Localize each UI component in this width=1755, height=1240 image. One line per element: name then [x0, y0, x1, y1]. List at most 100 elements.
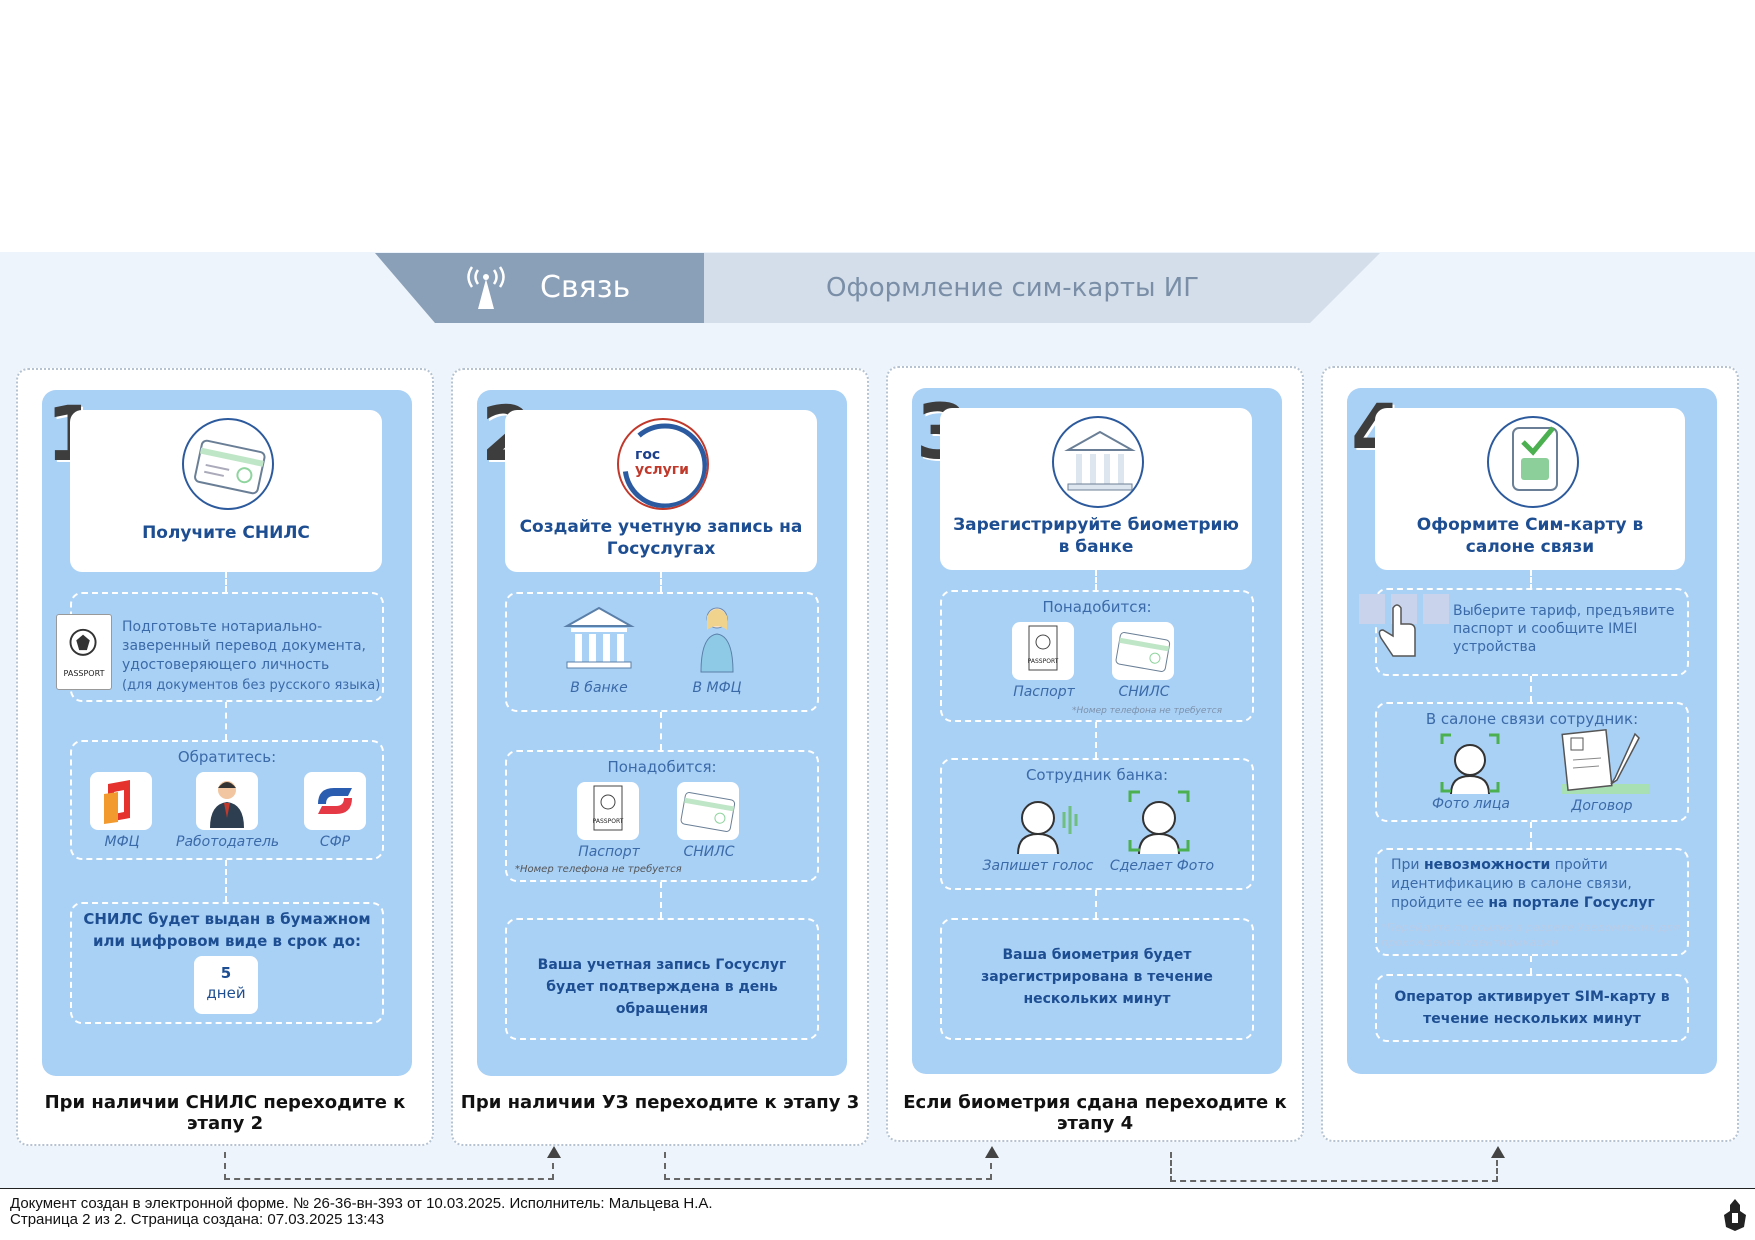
mfc-logo-icon: [90, 772, 152, 830]
logo-line-2: услуги: [635, 462, 689, 478]
contact-section: Обратитесь: МФЦ Работодатель СФР: [70, 740, 384, 860]
step-title: Получите СНИЛС: [142, 523, 310, 543]
antenna-icon: [467, 266, 505, 309]
phone-note: *Номер телефона не требуется: [515, 864, 682, 875]
snils-card-icon: [677, 782, 739, 840]
staff-action-label: Сделает Фото: [1109, 858, 1215, 874]
passport-icon: PASSPORT: [577, 782, 639, 840]
places-section: В банке В МФЦ: [505, 592, 819, 712]
face-photo-icon: [1439, 732, 1501, 795]
need-caption: Понадобится:: [1042, 598, 1152, 616]
alternative-section: При невозможности пройти идентификацию в…: [1375, 848, 1689, 956]
step-title-box: Получите СНИЛС: [70, 410, 382, 572]
connector-line: [1095, 570, 1097, 590]
connector-line: [1530, 956, 1532, 974]
touch-screen-icon: [1359, 590, 1449, 666]
gosuslugi-logo-icon: гос услуги: [617, 418, 709, 510]
bank-building-icon: [563, 604, 635, 672]
place-label: В МФЦ: [692, 680, 742, 696]
step-title: Создайте учетную запись на Госуслугах: [519, 517, 803, 559]
step-connector: [664, 1152, 992, 1180]
result-text: Оператор активирует SIM-карту в течение …: [1394, 989, 1670, 1027]
step-connector: [1170, 1152, 1498, 1182]
footer-line-1: Документ создан в электронной форме. № 2…: [10, 1195, 713, 1212]
staff-action-label: Договор: [1571, 798, 1633, 814]
connector-line: [1530, 570, 1532, 590]
step-card-1: 1 Получите СНИЛС PASSPORT Подготовьте но…: [16, 368, 434, 1146]
result-text: Ваша учетная запись Госуслуг будет подтв…: [537, 957, 787, 1017]
connector-line: [660, 882, 662, 918]
contact-label: Работодатель: [176, 834, 280, 850]
phone-note: *Номер телефона не требуется: [1072, 706, 1222, 716]
alternative-text: При невозможности пройти идентификацию в…: [1391, 856, 1687, 913]
result-section: СНИЛС будет выдан в бумажном или цифрово…: [70, 902, 384, 1024]
step-card-2: 2 гос услуги Создайте учетную запись на …: [451, 368, 869, 1146]
contact-label: МФЦ: [104, 834, 140, 850]
need-section: Понадобится: PASSPORT Паспорт СНИЛС *Ном…: [940, 590, 1254, 722]
bank-building-icon: [1052, 416, 1144, 508]
arrow-up-icon: [547, 1146, 561, 1158]
connector-line: [1095, 722, 1097, 758]
next-step-text: Если биометрия сдана переходите к этапу …: [903, 1092, 1287, 1134]
alt-text-part: пройти идентификацию в салоне связи, про…: [1391, 857, 1632, 911]
prepare-note: (для документов без русского языка): [122, 678, 381, 693]
next-step-text: При наличии СНИЛС переходите к этапу 2: [44, 1092, 406, 1134]
next-step-text: При наличии УЗ переходите к этапу 3: [460, 1092, 860, 1113]
header-subtitle-tab: Оформление сим-карты ИГ: [704, 253, 1380, 323]
contact-label: СФР: [319, 834, 351, 850]
header-category: Связь: [540, 270, 631, 305]
step-title: Оформите Сим-карту в салоне связи: [1416, 515, 1644, 557]
connector-line: [660, 712, 662, 750]
coat-of-arms-icon: [1724, 1199, 1746, 1231]
result-text: СНИЛС будет выдан в бумажном или цифрово…: [83, 910, 371, 950]
need-caption: Понадобится:: [607, 758, 717, 776]
contract-icon: [1553, 728, 1649, 796]
mfc-worker-icon: [693, 602, 741, 674]
sim-card-icon: [1487, 416, 1579, 508]
result-text: Ваша биометрия будет зарегистрирована в …: [981, 947, 1213, 1007]
connector-line: [1530, 822, 1532, 848]
step-column: 3 Зарегистрируйте биометрию в банке Пона…: [912, 388, 1282, 1074]
step-column: 4 Оформите Сим-карту в салоне связи Выбе…: [1347, 388, 1717, 1074]
snils-card-icon: [1112, 622, 1174, 680]
snils-card-icon: [182, 418, 274, 510]
days-badge: 5 дней: [194, 956, 258, 1014]
choose-section: Выберите тариф, предъявите паспорт и соо…: [1359, 588, 1689, 676]
need-section: Понадобится: PASSPORT Паспорт СНИЛС *Ном…: [505, 750, 819, 882]
need-label: Паспорт: [1013, 684, 1075, 700]
result-section: Ваша биометрия будет зарегистрирована в …: [940, 918, 1254, 1040]
passport-label: PASSPORT: [592, 818, 624, 825]
days-number: 5: [220, 964, 232, 982]
step-connector: [224, 1152, 554, 1180]
need-label: Паспорт: [578, 844, 640, 860]
staff-action-label: Запишет голос: [982, 858, 1094, 874]
staff-section: В салоне связи сотрудник: Фото лица Дого…: [1375, 702, 1689, 822]
passport-label: PASSPORT: [63, 669, 105, 678]
staff-caption: Сотрудник банка:: [1025, 766, 1169, 784]
gosuslugi-portal-link[interactable]: на портале Госуслуг: [1488, 895, 1655, 911]
connector-line: [225, 572, 227, 592]
arrow-up-icon: [985, 1146, 999, 1158]
staff-caption: В салоне связи сотрудник:: [1425, 710, 1639, 728]
step-title: Зарегистрируйте биометрию в банке: [953, 515, 1239, 557]
step-title-box: гос услуги Создайте учетную запись на Го…: [505, 410, 817, 572]
logo-line-1: гос: [635, 447, 661, 463]
prepare-text: Подготовьте нотариально-заверенный перев…: [122, 619, 367, 673]
step-column: 2 гос услуги Создайте учетную запись на …: [477, 390, 847, 1076]
document-footer: Документ создан в электронной форме. № 2…: [0, 1188, 1755, 1240]
staff-section: Сотрудник банка: Запишет голос Сделает Ф…: [940, 758, 1254, 890]
result-section: Ваша учетная запись Госуслуг будет подтв…: [505, 918, 819, 1040]
sfr-logo-icon: [304, 772, 366, 830]
alt-bold-part: невозможности: [1423, 857, 1551, 873]
passport-icon: PASSPORT: [1012, 622, 1074, 680]
footer-line-2: Страница 2 из 2. Страница создана: 07.03…: [10, 1211, 385, 1228]
connector-line: [225, 702, 227, 740]
header-category-tab: Связь: [375, 253, 705, 323]
step-column: 1 Получите СНИЛС PASSPORT Подготовьте но…: [42, 390, 412, 1076]
connector-line: [1530, 676, 1532, 702]
alt-text-part: При: [1391, 857, 1424, 873]
arrow-up-icon: [1491, 1146, 1505, 1158]
connector-line: [225, 860, 227, 902]
step-title-box: Зарегистрируйте биометрию в банке: [940, 408, 1252, 570]
